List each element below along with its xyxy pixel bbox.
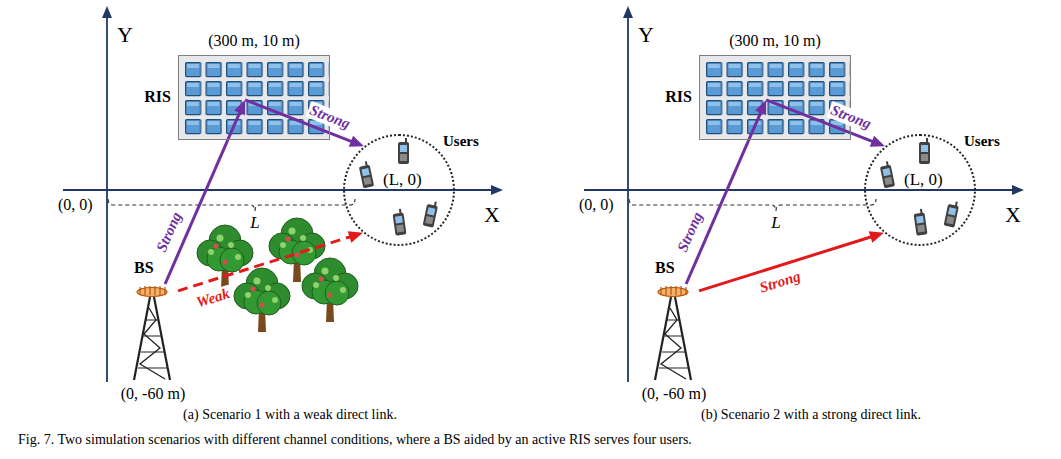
signal-link [178, 231, 363, 291]
ris-panel: (300 m, 10 m)RIS [178, 55, 330, 140]
link-line [178, 237, 350, 291]
coordinate-label: (0, -60 m) [642, 385, 706, 403]
bs-label: BS [655, 259, 675, 277]
axis-label: X [484, 202, 500, 227]
arrow-head [348, 231, 363, 242]
link-label: Weak [192, 284, 233, 311]
distance-label: L [250, 213, 259, 233]
axis-label: Y [117, 22, 133, 47]
link-line [686, 112, 761, 284]
scenario-panel [63, 6, 503, 382]
subfigure-caption: (b) Scenario 2 with a strong direct link… [701, 407, 921, 423]
arrow-head [870, 136, 885, 147]
users-label: Users [443, 133, 479, 150]
tree-icon [197, 225, 253, 289]
ris-label: RIS [144, 88, 171, 106]
arrow-head [349, 136, 364, 147]
origin-label: (0, 0) [579, 196, 614, 214]
link-line [165, 112, 240, 284]
origin-label: (0, 0) [58, 196, 93, 214]
coordinate-label: (L, 0) [904, 170, 943, 190]
arrow-head [755, 100, 766, 115]
coordinate-label: (300 m, 10 m) [729, 32, 821, 50]
user-cluster: Users(L, 0) [864, 134, 976, 246]
tree-icon [234, 268, 290, 332]
figure-caption: Fig. 7. Two simulation scenarios with di… [18, 432, 692, 448]
ris-panel: (300 m, 10 m)RIS [699, 55, 851, 140]
arrow-head [234, 100, 245, 115]
bs-label: BS [134, 259, 154, 277]
scenario-panel [584, 6, 1024, 382]
user-cluster: Users(L, 0) [343, 134, 455, 246]
base-station: BS(0, -60 m) [128, 284, 178, 380]
ris-label: RIS [665, 88, 692, 106]
tree-icon [302, 258, 358, 322]
distance-label: L [771, 213, 780, 233]
base-station: BS(0, -60 m) [649, 284, 699, 380]
users-label: Users [964, 133, 1000, 150]
coordinate-label: (300 m, 10 m) [208, 32, 300, 50]
axis-label: X [1005, 202, 1021, 227]
coordinate-label: (L, 0) [383, 170, 422, 190]
coordinate-label: (0, -60 m) [121, 385, 185, 403]
arrow-head [869, 231, 884, 242]
axis-label: Y [638, 22, 654, 47]
subfigure-caption: (a) Scenario 1 with a weak direct link. [183, 407, 397, 423]
